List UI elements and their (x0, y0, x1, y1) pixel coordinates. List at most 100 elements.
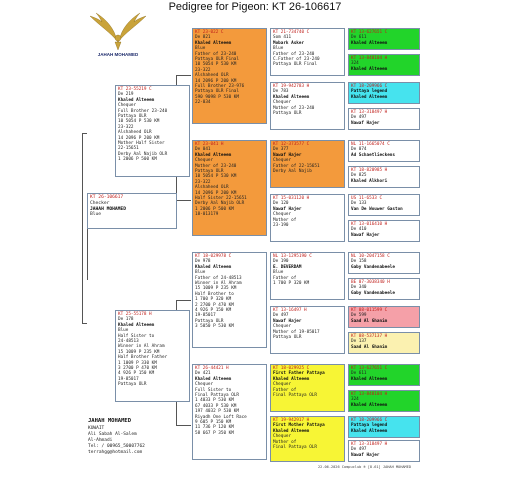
line: Chequer (273, 158, 292, 164)
breeder-name: Mobark Asker (273, 40, 305, 46)
breeder-name: Khaled Alteeem (351, 94, 388, 100)
line: Blue (118, 328, 129, 334)
line: Full Brother 23-976 (195, 84, 245, 90)
ring-number: BE 07-3038340 H (351, 280, 390, 285)
line: 590 9098 P 530 KM (195, 94, 239, 100)
line: Blue (273, 270, 284, 276)
pigeon-card-sdd[interactable]: KT 15-031120 H De 120 Nawaf Hajer Cheque… (270, 194, 345, 242)
owner-phone: Tel: / 00965_50007762 (88, 444, 145, 449)
pigeon-card-g4-14[interactable]: KT 13-848104 H 324 Khaled Alteeem (348, 390, 420, 412)
line: 19-85017 (195, 313, 216, 319)
line: 67 4033 P 530 KM (195, 403, 237, 409)
color-text: Blue (90, 212, 102, 218)
breeder-name: Nawaf Hajer (351, 120, 380, 126)
color-text: Checker (90, 200, 110, 206)
pigeon-card-g4-6[interactable]: KT 18-820985 H De 825 Khaled Alkhori (348, 166, 420, 188)
ring-number: KT 13-318497 H (351, 110, 388, 115)
ring-number: NL 10-2047158 C (351, 254, 390, 259)
breeder-name: Nawaf Hajer (273, 318, 302, 324)
owner-email: terrahgg@hotmail.com (88, 450, 143, 455)
pigeon-card-sds[interactable]: KT 12-373577 C De 377 Nawaf Hajer Cheque… (270, 140, 345, 188)
line: Chequer (273, 434, 292, 440)
line: Alshaheed OLR (118, 130, 152, 136)
line: 19-85017 (118, 376, 139, 382)
line: De 377 (273, 147, 289, 153)
line: Chequer (273, 382, 292, 388)
line: Pattaya OLR (195, 169, 224, 175)
ring-number: KT 19-942917 H (273, 418, 310, 423)
line: Chequer (273, 100, 292, 106)
pigeon-card-g4-15[interactable]: KT 18-209966 C Pattaya legend Khaled Alt… (348, 416, 420, 438)
line: De 137 (351, 339, 367, 345)
line: Final Pattaya OLR (195, 393, 239, 399)
line: Full Brother 23-240 (118, 108, 168, 114)
pigeon-card-dsd[interactable]: KT 13-16497 H De 497 Nawaf Hajer Chequer… (270, 306, 345, 354)
breeder-name: Nawaf Hajer (351, 232, 380, 238)
ring-number: NL 13-1295190 C (273, 254, 312, 259)
line: Half Sister to (118, 333, 155, 339)
line: 1 700 P 320 KM (195, 297, 232, 303)
pigeon-card-dds[interactable]: KT 18-029925 C First Father Pattaya Khal… (270, 364, 345, 412)
line: 23-322 (118, 124, 134, 130)
pigeon-card-dss[interactable]: NL 13-1295190 C De 190 E. DEVERDAM Blue … (270, 252, 345, 300)
pigeon-card-g4-12[interactable]: KT 08-537137 H De 137 Saad Al Ghanim (348, 332, 420, 354)
pigeon-card-g4-13[interactable]: KT 13-627651 C De 611 Khaled Alteeem (348, 364, 420, 386)
line: Final Pattaya OLR (273, 393, 317, 399)
ring-number: KT 19-942783 H (273, 84, 310, 89)
pigeon-card-ddd[interactable]: KT 19-942917 H First Mother Pattaya Khal… (270, 416, 345, 462)
line: Father of (273, 387, 297, 393)
pigeon-card-ssd[interactable]: KT 19-942783 H De 783 Khaled Alteeem Che… (270, 82, 345, 130)
pigeon-card-ss[interactable]: KT 23-022 C De 821 Khaled Alteeem Blue F… (192, 28, 267, 124)
line: Chequer (273, 212, 292, 218)
line: 10 5054 P 530 KM (118, 119, 160, 125)
owner-address: Al-Ahmadi (88, 438, 113, 443)
pigeon-card-sd[interactable]: KT 23-041 H De 041 Khaled Alteeem Cheque… (192, 140, 267, 236)
line: Derby Aal Najib OLR (195, 201, 245, 207)
pigeon-card-g4-16[interactable]: KT 13-318497 H De 497 Nawaf Hajer (348, 440, 420, 462)
ring-number: KT 26-106617 (90, 195, 124, 200)
line: 18-013179 (195, 212, 219, 218)
line: 324 (351, 61, 359, 67)
line: De 611 (351, 371, 367, 377)
pigeon-card-g4-5[interactable]: NL 11-1665074 C De 074 Ad Schaetlieckens (348, 140, 420, 162)
line: Half Brother Father (118, 355, 168, 361)
line: 15 1009 P 235 KM (195, 286, 237, 292)
pigeon-card-g4-1[interactable]: KT 13-627651 C De 611 Khaled Alteeem (348, 28, 420, 50)
line: 1 2006 P 500 KM (118, 157, 157, 163)
pigeon-card-g4-9[interactable]: NL 10-2047158 C De 158 Gaby Vandenabeele (348, 252, 420, 274)
pigeon-card-dam[interactable]: KT 25-55178 H De 178 Khaled Alteeem Blue… (115, 310, 190, 402)
pigeon-card-g4-2[interactable]: KT 13-848104 H 324 Khaled Alteeem (348, 54, 420, 76)
ring-number: KT 26-44421 H (195, 366, 229, 371)
ring-number: NL 11-1665074 C (351, 142, 390, 147)
line: Pattaya OLR Final (195, 89, 239, 95)
pigeon-card-g4-4[interactable]: KT 13-318497 H De 497 Nawaf Hajer (348, 108, 420, 130)
ring-number: KT 08-011599 C (351, 308, 388, 313)
line: Father of 24-48513 (195, 275, 242, 281)
line: Pattaya OLR (118, 382, 147, 388)
line: Final Pattaya OLR (273, 445, 317, 451)
line: Pattaya legend (351, 89, 388, 95)
pigeon-card-g4-8[interactable]: KT 13-016410 H De 410 Nawaf Hajer (348, 220, 420, 242)
ring-number: KT 23-022 C (195, 30, 224, 35)
pigeon-card-g4-11[interactable]: KT 08-011599 C De 599 Saad Al Ghanim (348, 306, 420, 328)
pigeon-card-g4-10[interactable]: BE 07-3038340 H De 340 Gaby Vandenabeele (348, 278, 420, 300)
pigeon-card-subject[interactable]: KT 26-106617 Checker JAHAH MOHAMED Blue (87, 193, 177, 229)
line: C.Father of 23-240 (273, 57, 320, 63)
breeder-name: Khaled Alteeem (351, 428, 388, 434)
line: 15 1009 P 235 KM (118, 349, 160, 355)
line: Mother of 23-240 (195, 163, 237, 169)
line: Som 411 (273, 35, 292, 41)
breeder-name: E. DEVERDAM (273, 264, 302, 270)
pigeon-card-sss[interactable]: KT 21-734740 C Som 411 Mobark Asker Blue… (270, 28, 345, 76)
line: De 133 (351, 201, 367, 207)
pigeon-card-ds[interactable]: KT 18-029978 C De 978 Khaled Alteeem Blu… (192, 252, 267, 348)
line: 3 2700 P 470 KM (118, 366, 157, 372)
line: Derby Aal Najib OLR (118, 151, 168, 157)
pigeon-card-g4-3[interactable]: KT 18-209966 C Pattaya legend Khaled Alt… (348, 82, 420, 104)
breeder-name: Saad Al Ghanim (351, 344, 388, 350)
pigeon-card-g4-7[interactable]: US 11-6533 C De 133 Van De Wouwer Gaston (348, 194, 420, 216)
breeder-name: Nawaf Hajer (273, 152, 302, 158)
breeder-name: Khaled Alteeem (195, 376, 232, 382)
pigeon-card-sire[interactable]: KT 23-55219 C De 219 Khaled Alteeem Cheq… (115, 85, 190, 177)
pigeon-card-dd[interactable]: KT 26-44421 H De 421 Khaled Alteeem Cheq… (192, 364, 267, 460)
